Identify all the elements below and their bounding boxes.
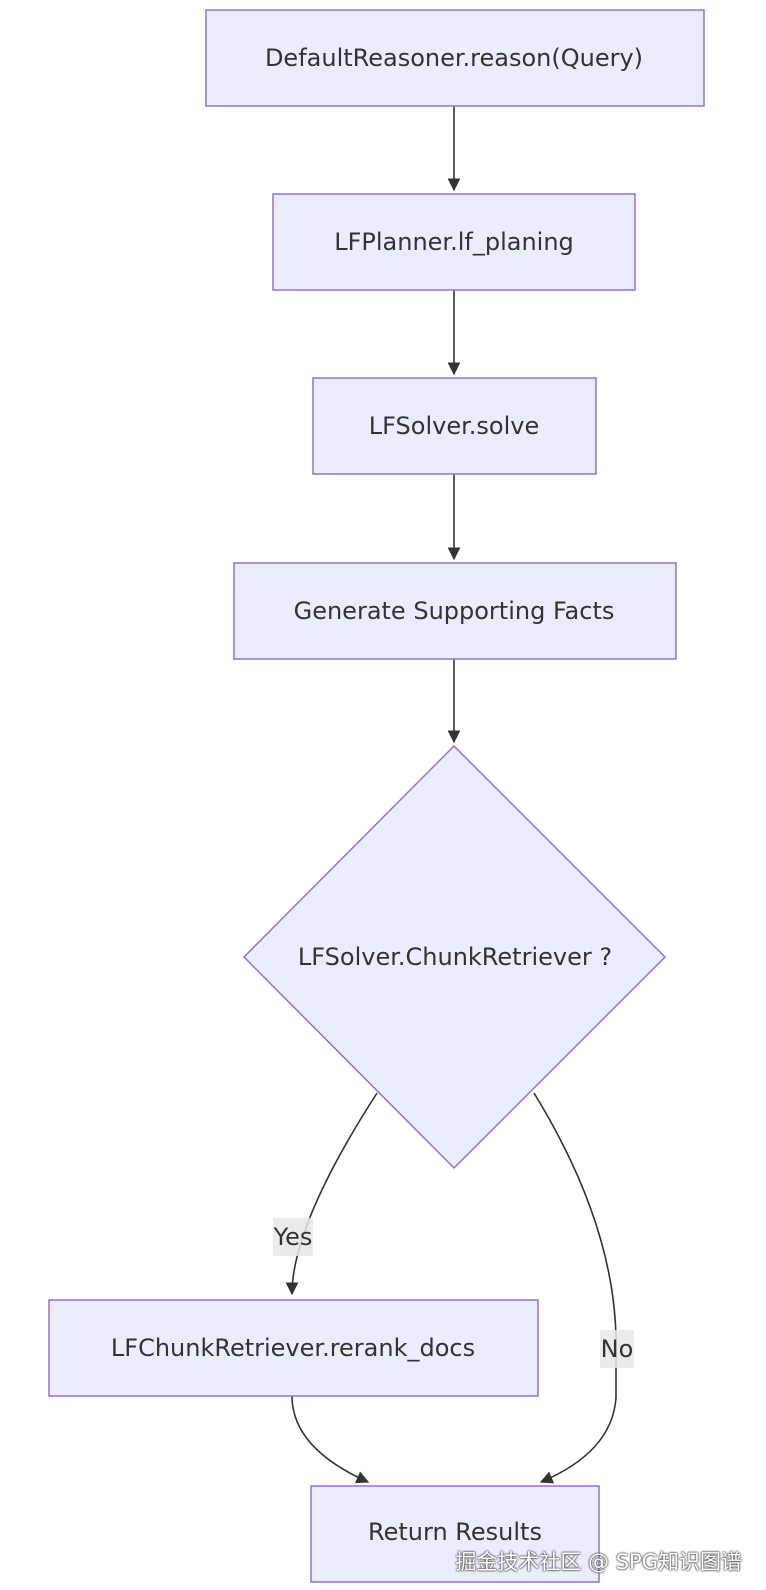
node-solver-label: LFSolver.solve [369, 412, 539, 440]
node-rerank-label: LFChunkRetriever.rerank_docs [111, 1334, 475, 1362]
node-facts[interactable]: Generate Supporting Facts [233, 562, 677, 660]
edge-rerank-to-result [291, 1395, 370, 1484]
node-reason[interactable]: DefaultReasoner.reason(Query) [205, 9, 705, 107]
edge-decision-no [533, 1092, 617, 1484]
node-reason-label: DefaultReasoner.reason(Query) [265, 44, 643, 72]
edge-label-no-text: No [601, 1335, 634, 1363]
node-solver[interactable]: LFSolver.solve [312, 377, 597, 475]
edge-decision-yes [285, 1092, 378, 1296]
node-planner-label: LFPlanner.lf_planing [334, 228, 574, 256]
node-rerank[interactable]: LFChunkRetriever.rerank_docs [48, 1299, 539, 1397]
node-facts-label: Generate Supporting Facts [294, 597, 615, 625]
edge-label-yes-text: Yes [273, 1223, 313, 1251]
watermark: 掘金技术社区 @ SPG知识图谱 [455, 1550, 742, 1574]
node-result[interactable]: Return Results [310, 1485, 600, 1583]
node-result-label: Return Results [368, 1518, 542, 1546]
node-planner[interactable]: LFPlanner.lf_planing [272, 193, 636, 291]
node-decision[interactable]: LFSolver.ChunkRetriever ? [242, 744, 667, 1170]
edge-label-yes: Yes [273, 1218, 313, 1256]
edge-label-no: No [600, 1330, 634, 1368]
node-decision-label: LFSolver.ChunkRetriever ? [298, 943, 612, 971]
